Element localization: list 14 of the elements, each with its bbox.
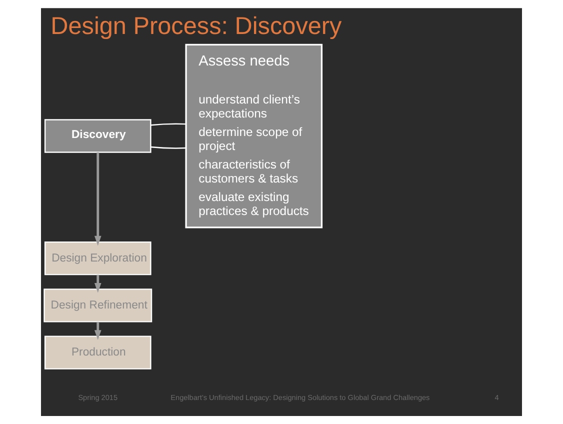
- node-box: Design Exploration: [44, 241, 152, 276]
- arrow: [94, 152, 102, 246]
- arrow: [94, 322, 102, 340]
- diagram-title: Design Process: Discovery: [50, 13, 342, 40]
- label: 4: [494, 392, 499, 402]
- connector: [150, 146, 186, 149]
- node-box: Discovery: [44, 119, 152, 153]
- node-box: Production: [44, 336, 152, 370]
- node-box: Assess needs understand client’s expectations determine scope of project characteristics of customers & tasks evaluate existing practices & products: [185, 44, 323, 228]
- arrow: [94, 274, 102, 293]
- label: Spring 2015: [78, 392, 118, 402]
- node-box: Design Refinement: [44, 288, 152, 322]
- label: Engelbart’s Unfinished Legacy: Designing Solutions to Global Grand Challenges: [170, 392, 430, 402]
- connector: [150, 123, 186, 126]
